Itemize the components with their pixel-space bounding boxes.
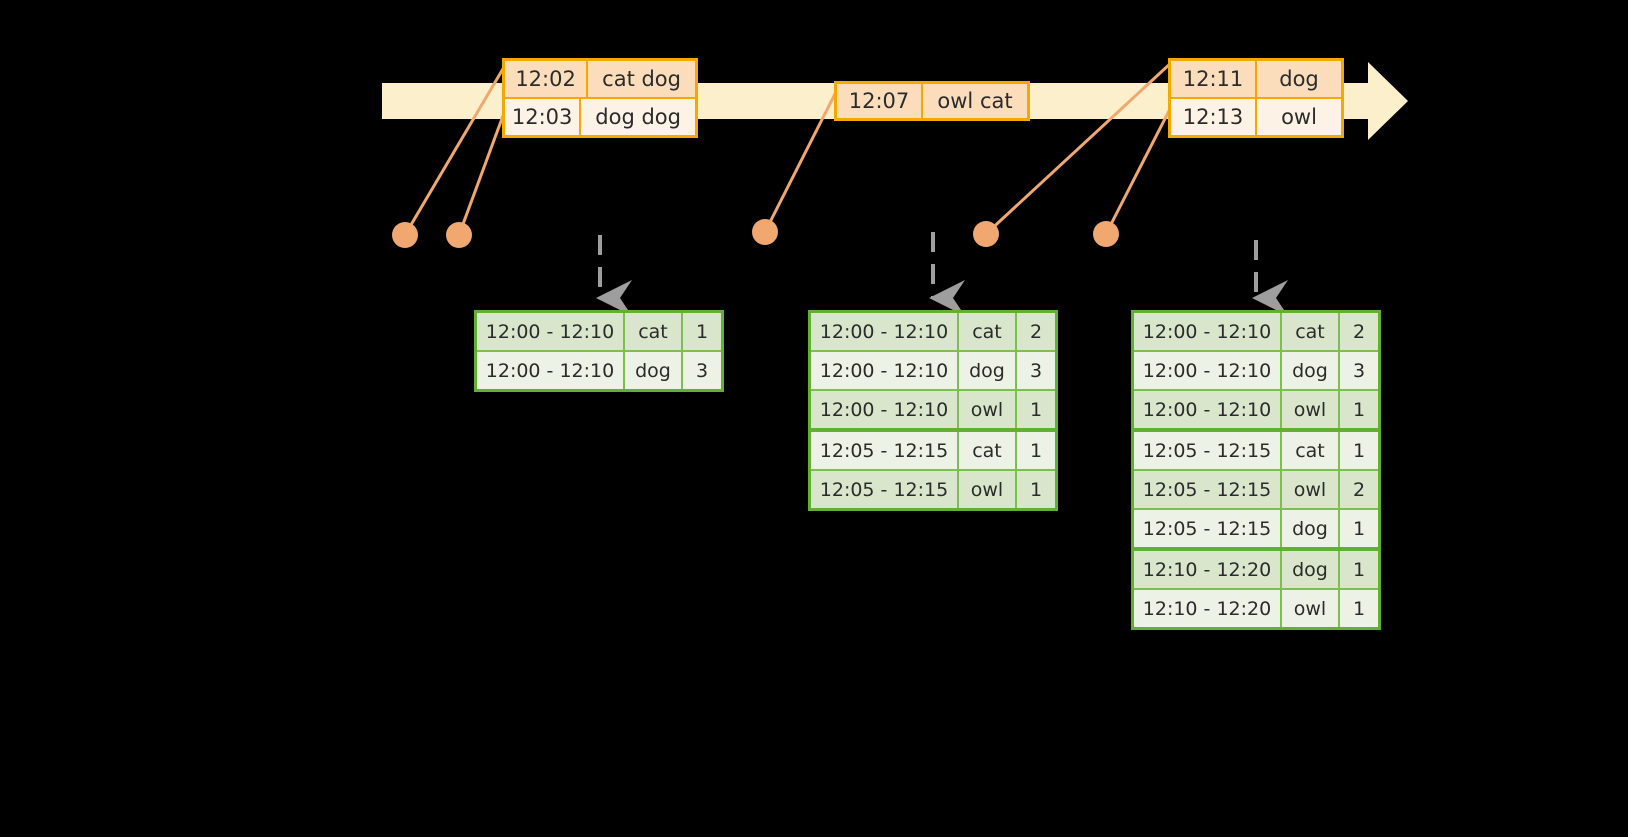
window-range-cell: 12:05 - 12:15 (1134, 510, 1282, 547)
word-key-cell: dog (1282, 352, 1340, 389)
window-range-cell: 12:00 - 12:10 (1134, 391, 1282, 428)
event-value: cat dog (602, 67, 681, 91)
count-cell: 1 (1352, 597, 1366, 620)
event-value: dog (1279, 67, 1319, 91)
connector-line (403, 61, 509, 236)
word-key-cell: dog (959, 352, 1017, 389)
dashed-arrows (596, 232, 1288, 316)
connector-line (457, 104, 509, 236)
word-key-cell: cat (1282, 432, 1340, 469)
word-key-cell: cat (959, 432, 1017, 469)
event-timestamp: 12:03 (505, 99, 582, 135)
connector-dot (752, 219, 778, 245)
connector-dot (392, 222, 418, 248)
count-cell: 1 (1029, 439, 1043, 462)
event-row: 12:13 owl (1171, 97, 1341, 135)
connector-dot (446, 222, 472, 248)
count-cell: 3 (1029, 359, 1043, 382)
count-cell: 3 (1352, 359, 1366, 382)
word-key-cell: owl (1282, 471, 1340, 508)
word-key-cell: owl (959, 391, 1017, 428)
event-value: owl cat (937, 89, 1013, 113)
window-range-cell: 12:05 - 12:15 (1134, 432, 1282, 469)
event-value: owl (1281, 105, 1317, 129)
event-row: 12:07 owl cat (837, 84, 1027, 118)
event-row: 12:11 dog (1171, 61, 1341, 97)
window-range-cell: 12:10 - 12:20 (1134, 551, 1282, 588)
connector-dot (973, 221, 999, 247)
word-key-cell: dog (1282, 551, 1340, 588)
count-cell: 1 (1352, 398, 1366, 421)
event-row: 12:02 cat dog (505, 61, 695, 97)
window-range-cell: 12:00 - 12:10 (1134, 352, 1282, 389)
word-key-cell: dog (1282, 510, 1340, 547)
count-cell: 1 (1352, 558, 1366, 581)
count-cell: 1 (1029, 398, 1043, 421)
word-key-cell: owl (959, 471, 1017, 508)
window-range-cell: 12:05 - 12:15 (1134, 471, 1282, 508)
word-key-cell: owl (1282, 590, 1340, 627)
count-cell: 2 (1352, 478, 1366, 501)
count-cell: 2 (1352, 320, 1366, 343)
window-range-cell: 12:00 - 12:10 (811, 313, 959, 350)
event-timestamp: 12:13 (1171, 99, 1257, 135)
event-timestamp: 12:07 (837, 84, 923, 118)
event-group-3: 12:11 dog 12:13 owl (1168, 58, 1344, 138)
connector-dot (1093, 221, 1119, 247)
connector-line (1104, 104, 1174, 235)
word-key-cell: owl (1282, 391, 1340, 428)
window-range-cell: 12:00 - 12:10 (811, 352, 959, 389)
count-cell: 1 (1352, 517, 1366, 540)
window-range-cell: 12:00 - 12:10 (477, 313, 625, 350)
event-group-1: 12:02 cat dog 12:03 dog dog (502, 58, 698, 138)
event-row: 12:03 dog dog (505, 97, 695, 135)
connector-dots (392, 219, 1119, 248)
word-key-cell: cat (625, 313, 683, 350)
word-key-cell: dog (625, 352, 683, 389)
count-cell: 1 (695, 320, 709, 343)
count-cell: 3 (695, 359, 709, 382)
word-key-cell: cat (959, 313, 1017, 350)
event-timestamp: 12:02 (505, 61, 589, 97)
window-range-cell: 12:00 - 12:10 (811, 391, 959, 428)
event-group-2: 12:07 owl cat (834, 81, 1030, 121)
window-range-cell: 12:05 - 12:15 (811, 432, 959, 469)
window-range-cell: 12:05 - 12:15 (811, 471, 959, 508)
count-cell: 1 (1352, 439, 1366, 462)
connector-line (763, 85, 841, 233)
event-value: dog dog (595, 105, 681, 129)
event-timestamp: 12:11 (1171, 61, 1257, 97)
word-key-cell: cat (1282, 313, 1340, 350)
count-cell: 2 (1029, 320, 1043, 343)
window-range-cell: 12:00 - 12:10 (477, 352, 625, 389)
window-range-cell: 12:10 - 12:20 (1134, 590, 1282, 627)
count-cell: 1 (1029, 478, 1043, 501)
window-range-cell: 12:00 - 12:10 (1134, 313, 1282, 350)
